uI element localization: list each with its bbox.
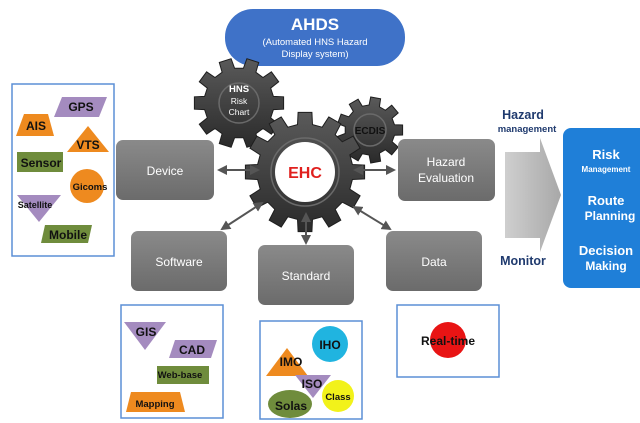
device-box: Device bbox=[116, 140, 214, 200]
hns-label-line3: Chart bbox=[229, 107, 250, 117]
hazard-label: Hazard bbox=[502, 108, 544, 122]
subtitle-line2: Display system) bbox=[281, 49, 348, 60]
satellite-triangle bbox=[17, 195, 61, 222]
ecdis-gear-hub bbox=[353, 113, 387, 147]
software-panel: GIS CAD Web-base Mapping bbox=[120, 304, 224, 419]
risk-line2: Management bbox=[582, 165, 631, 174]
software-ehc-connector bbox=[220, 201, 264, 231]
route-line2: Planning bbox=[585, 209, 636, 223]
class-label: Class bbox=[325, 392, 350, 403]
webbase-shape bbox=[157, 366, 209, 384]
title-pill bbox=[225, 9, 405, 66]
hazard-box-line2: Evaluation bbox=[418, 171, 474, 185]
hns-risk-chart-gear bbox=[193, 58, 285, 148]
hns-label-line2: Risk bbox=[231, 96, 248, 106]
software-box: Software bbox=[131, 231, 227, 291]
ais-label: AIS bbox=[26, 119, 46, 133]
hazard-evaluation-box: Hazard Evaluation bbox=[398, 139, 495, 201]
outcome-panel: Risk Management Route Planning Decision … bbox=[563, 128, 640, 288]
satellite-label: Satellite bbox=[18, 200, 53, 210]
ecdis-label: ECDIS bbox=[355, 126, 386, 137]
imo-label: IMO bbox=[280, 355, 303, 369]
decision-line2: Making bbox=[585, 259, 626, 273]
sensor-label: Sensor bbox=[21, 156, 62, 170]
standard-box-bg bbox=[258, 245, 354, 305]
outcome-panel-bg bbox=[563, 128, 640, 288]
data-box: Data bbox=[386, 231, 482, 291]
data-ehc-connector bbox=[352, 205, 392, 231]
device-box-label: Device bbox=[147, 164, 184, 178]
standard-panel: IHO IMO ISO Class Solas bbox=[259, 320, 363, 420]
iho-label: IHO bbox=[319, 338, 340, 352]
solas-shape bbox=[268, 390, 312, 418]
management-label: management bbox=[498, 124, 557, 135]
realtime-label: Real-time bbox=[421, 334, 475, 348]
hazard-box-bg bbox=[398, 139, 495, 201]
class-circle bbox=[322, 380, 354, 412]
gicoms-label: Gicoms bbox=[73, 182, 108, 193]
hns-gear-hub bbox=[218, 82, 260, 124]
mapping-label: Mapping bbox=[135, 399, 174, 410]
monitor-label: Monitor bbox=[500, 254, 546, 268]
risk-line1: Risk bbox=[592, 147, 620, 162]
ehc-center-disc bbox=[275, 142, 335, 202]
route-line1: Route bbox=[588, 193, 625, 208]
vts-label: VTS bbox=[76, 138, 99, 152]
decision-line1: Decision bbox=[579, 243, 633, 258]
software-box-bg bbox=[131, 231, 227, 291]
hns-gear-teeth bbox=[193, 58, 285, 148]
mobile-shape bbox=[41, 225, 92, 243]
data-box-label: Data bbox=[421, 255, 447, 269]
realtime-circle bbox=[430, 322, 466, 358]
gicoms-circle bbox=[70, 169, 104, 203]
standard-box-label: Standard bbox=[282, 269, 331, 283]
iho-circle bbox=[312, 326, 348, 362]
output-arrow bbox=[505, 138, 561, 252]
software-box-label: Software bbox=[155, 255, 203, 269]
device-box-bg bbox=[116, 140, 214, 200]
mobile-label: Mobile bbox=[49, 228, 87, 242]
ehc-gear-hub bbox=[270, 137, 340, 207]
subtitle-line1: (Automated HNS Hazard bbox=[262, 37, 367, 48]
data-box-bg bbox=[386, 231, 482, 291]
gis-label: GIS bbox=[136, 325, 157, 339]
cad-label: CAD bbox=[179, 343, 205, 357]
cad-shape bbox=[169, 340, 217, 358]
ahds-title-banner: AHDS (Automated HNS Hazard Display syste… bbox=[225, 9, 405, 66]
webbase-label: Web-base bbox=[158, 370, 203, 381]
iso-label: ISO bbox=[302, 377, 323, 391]
device-panel: GPS AIS VTS Sensor Gicoms Satellite Mobi… bbox=[11, 83, 115, 257]
ehc-label: EHC bbox=[288, 165, 322, 182]
solas-label: Solas bbox=[275, 399, 307, 413]
vts-triangle bbox=[67, 126, 109, 152]
standard-box: Standard bbox=[258, 245, 354, 305]
imo-triangle bbox=[266, 348, 308, 376]
gps-label: GPS bbox=[68, 100, 93, 114]
mapping-shape bbox=[126, 392, 185, 412]
gps-shape bbox=[54, 97, 107, 117]
sensor-shape bbox=[17, 152, 63, 172]
ais-shape bbox=[16, 114, 54, 136]
hazard-box-line1: Hazard bbox=[427, 155, 466, 169]
gis-triangle bbox=[124, 322, 166, 350]
hns-label-line1: HNS bbox=[229, 84, 249, 95]
title-text: AHDS bbox=[291, 15, 339, 34]
data-panel: Real-time bbox=[396, 304, 500, 378]
iso-triangle bbox=[295, 375, 331, 398]
